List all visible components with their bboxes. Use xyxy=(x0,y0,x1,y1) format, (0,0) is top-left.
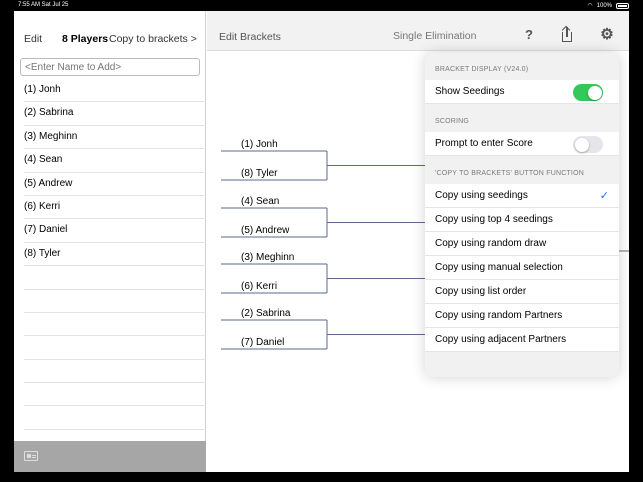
player-list: (1) Jonh(2) Sabrina(3) Meghinn(4) Sean(5… xyxy=(24,79,206,430)
battery-percent: 100% xyxy=(596,2,612,9)
copy-option-row[interactable]: Copy using seedings ✓ xyxy=(425,184,619,208)
copy-option-row[interactable]: Copy using adjacent Partners xyxy=(425,328,619,352)
player-row[interactable]: (2) Sabrina xyxy=(24,102,206,126)
help-icon[interactable]: ? xyxy=(525,27,533,42)
empty-row xyxy=(24,266,206,290)
prompt-score-row: Prompt to enter Score xyxy=(425,132,619,156)
bracket-player-name[interactable]: (6) Kerri xyxy=(241,281,278,292)
show-seedings-label: Show Seedings xyxy=(435,86,505,97)
player-row[interactable]: (8) Tyler xyxy=(24,243,206,267)
edit-players-button[interactable]: Edit xyxy=(24,33,43,45)
copy-option-label: Copy using random Partners xyxy=(435,310,563,321)
status-time: 7:55 AM Sat Jul 25 xyxy=(18,2,69,8)
copy-option-row[interactable]: Copy using list order xyxy=(425,280,619,304)
bracket-player-name[interactable]: (2) Sabrina xyxy=(241,308,291,319)
contact-card-icon[interactable] xyxy=(24,451,38,461)
copy-option-row[interactable]: Copy using random draw xyxy=(425,232,619,256)
player-row[interactable]: (1) Jonh xyxy=(24,79,206,103)
empty-row xyxy=(24,383,206,407)
bracket-player-name[interactable]: (3) Meghinn xyxy=(241,252,295,263)
player-row[interactable]: (3) Meghinn xyxy=(24,126,206,150)
bracket-display-header: BRACKET DISPLAY (V24.0) xyxy=(435,66,529,73)
copy-option-label: Copy using top 4 seedings xyxy=(435,214,553,225)
bracket-player-name[interactable]: (8) Tyler xyxy=(241,168,278,179)
copy-option-row[interactable]: Copy using random Partners xyxy=(425,304,619,328)
checkmark-icon: ✓ xyxy=(599,190,609,202)
scoring-header: SCORING xyxy=(435,118,470,125)
copy-option-row[interactable]: Copy using manual selection xyxy=(425,256,619,280)
settings-popover: BRACKET DISPLAY (V24.0) Show Seedings SC… xyxy=(425,53,619,377)
player-row[interactable]: (7) Daniel xyxy=(24,219,206,243)
players-pane: Edit 8 Players Copy to brackets > (1) Jo… xyxy=(14,11,206,472)
copy-option-label: Copy using manual selection xyxy=(435,262,563,273)
bracket-title: Single Elimination xyxy=(393,30,477,42)
empty-row xyxy=(24,313,206,337)
bracket-player-name[interactable]: (7) Daniel xyxy=(241,337,285,348)
status-right: ◠ 100% xyxy=(587,2,629,9)
copy-to-brackets-button[interactable]: Copy to brackets > xyxy=(109,33,197,45)
copy-option-row[interactable]: Copy using top 4 seedings xyxy=(425,208,619,232)
app-screen: Edit 8 Players Copy to brackets > (1) Jo… xyxy=(14,11,629,472)
player-row[interactable]: (5) Andrew xyxy=(24,173,206,196)
player-row[interactable]: (4) Sean xyxy=(24,149,206,173)
show-seedings-row: Show Seedings xyxy=(425,80,619,104)
show-seedings-toggle[interactable] xyxy=(573,84,603,101)
prompt-score-label: Prompt to enter Score xyxy=(435,138,533,149)
prompt-score-toggle[interactable] xyxy=(573,136,603,153)
players-toolbar xyxy=(14,441,206,472)
gear-icon[interactable]: ⚙ xyxy=(600,26,614,43)
copy-option-label: Copy using adjacent Partners xyxy=(435,334,567,345)
empty-row xyxy=(24,290,206,313)
share-icon[interactable] xyxy=(560,25,576,43)
bracket-player-name[interactable]: (1) Jonh xyxy=(241,139,278,150)
bracket-player-name[interactable]: (4) Sean xyxy=(241,196,280,207)
add-player-input[interactable] xyxy=(20,58,200,76)
empty-row xyxy=(24,406,206,430)
bracket-lines xyxy=(221,150,629,350)
toggle-knob xyxy=(587,85,602,100)
copy-option-label: Copy using random draw xyxy=(435,238,547,249)
toggle-knob xyxy=(574,137,589,152)
bracket-view: (1) Jonh (8) Tyler (4) Sean (5) Andrew (3) M… xyxy=(207,11,629,472)
edit-brackets-button[interactable]: Edit Brackets xyxy=(219,31,281,43)
copy-function-header: 'COPY TO BRACKETS' BUTTON FUNCTION xyxy=(435,170,584,177)
players-nav-bar: Edit 8 Players Copy to brackets > xyxy=(14,11,206,53)
battery-icon xyxy=(616,2,629,9)
player-row[interactable]: (6) Kerri xyxy=(24,196,206,220)
bracket-player-name[interactable]: (5) Andrew xyxy=(241,225,290,236)
status-bar: 7:55 AM Sat Jul 25 ◠ 100% xyxy=(0,0,643,11)
copy-option-label: Copy using seedings xyxy=(435,190,528,201)
bracket-nav-bar: Edit Brackets Single Elimination ? ⚙ xyxy=(207,11,629,51)
copy-option-label: Copy using list order xyxy=(435,286,527,297)
wifi-icon: ◠ xyxy=(587,3,593,9)
empty-row xyxy=(24,336,206,360)
empty-row xyxy=(24,360,206,384)
player-count: 8 Players xyxy=(62,33,109,45)
